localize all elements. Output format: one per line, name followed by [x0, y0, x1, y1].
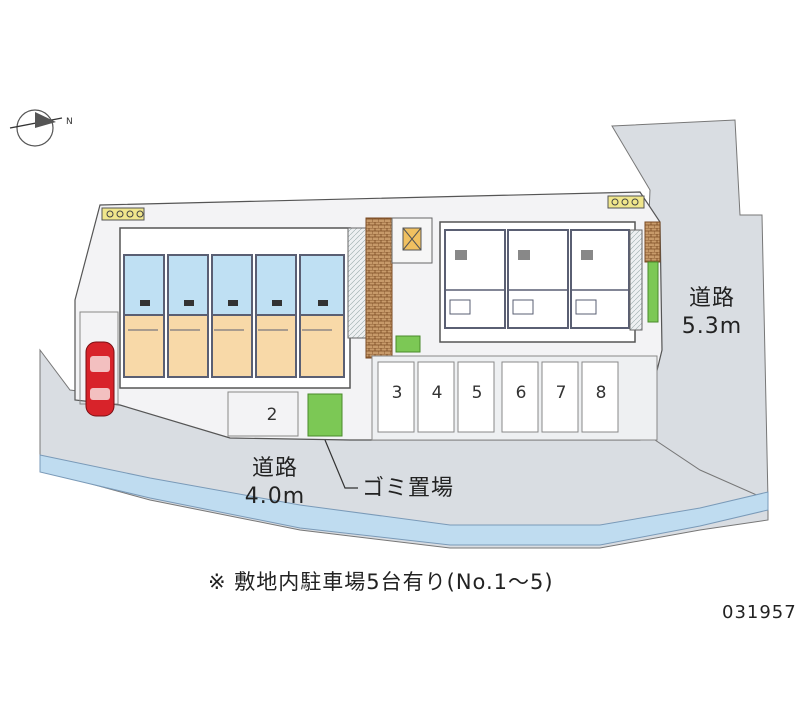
unit-a1	[123, 254, 165, 378]
parking-spot-5	[457, 361, 495, 433]
garbage-area	[307, 393, 343, 437]
brick-corner	[644, 221, 661, 263]
parking-spot-4	[417, 361, 455, 433]
parking-spot-6-number: 6	[516, 383, 527, 403]
south-road-name: 道路	[251, 456, 298, 481]
green-strip-center	[395, 335, 421, 353]
unit-a3	[211, 254, 253, 378]
car-icon	[85, 341, 115, 417]
parking-spot-2-number: 2	[267, 405, 278, 425]
parking-spot-8	[581, 361, 619, 433]
building-b	[439, 221, 643, 343]
unit-a5	[299, 254, 345, 378]
parking-spot-3	[377, 361, 415, 433]
south-road-label: 道路 4.0m	[235, 458, 315, 508]
parking-spot-5-number: 5	[472, 383, 483, 403]
garbage-area-label: ゴミ置場	[362, 476, 455, 501]
bicycle-rack-left	[101, 207, 145, 221]
garbage-leader-line	[324, 439, 358, 489]
east-road-width: 5.3m	[681, 314, 743, 339]
utility-block	[391, 217, 433, 264]
river-channel	[39, 454, 769, 546]
parking-spot-2	[227, 391, 299, 437]
parking-spot-8-number: 8	[596, 383, 607, 403]
east-road-name: 道路	[688, 286, 735, 311]
parking-block	[371, 355, 658, 441]
parking-note: ※ 敷地内駐車場5台有り(No.1～5)	[208, 570, 554, 594]
parking-spot-7	[541, 361, 579, 433]
compass-north-label: N	[66, 117, 73, 127]
parking-spot-6	[501, 361, 539, 433]
unit-a4	[255, 254, 297, 378]
bicycle-rack-right	[607, 195, 645, 209]
parking-spot-7-number: 7	[556, 383, 567, 403]
parking-spot-3-number: 3	[392, 383, 403, 403]
east-road-label: 道路 5.3m	[672, 288, 752, 338]
building-a	[119, 227, 367, 389]
south-road-width: 4.0m	[244, 484, 306, 509]
property-code: 031957	[722, 602, 797, 623]
green-strip-east	[647, 261, 659, 323]
parking-spot-4-number: 4	[432, 383, 443, 403]
unit-a2	[167, 254, 209, 378]
compass-icon: N	[9, 109, 73, 147]
brick-walkway	[365, 217, 393, 359]
